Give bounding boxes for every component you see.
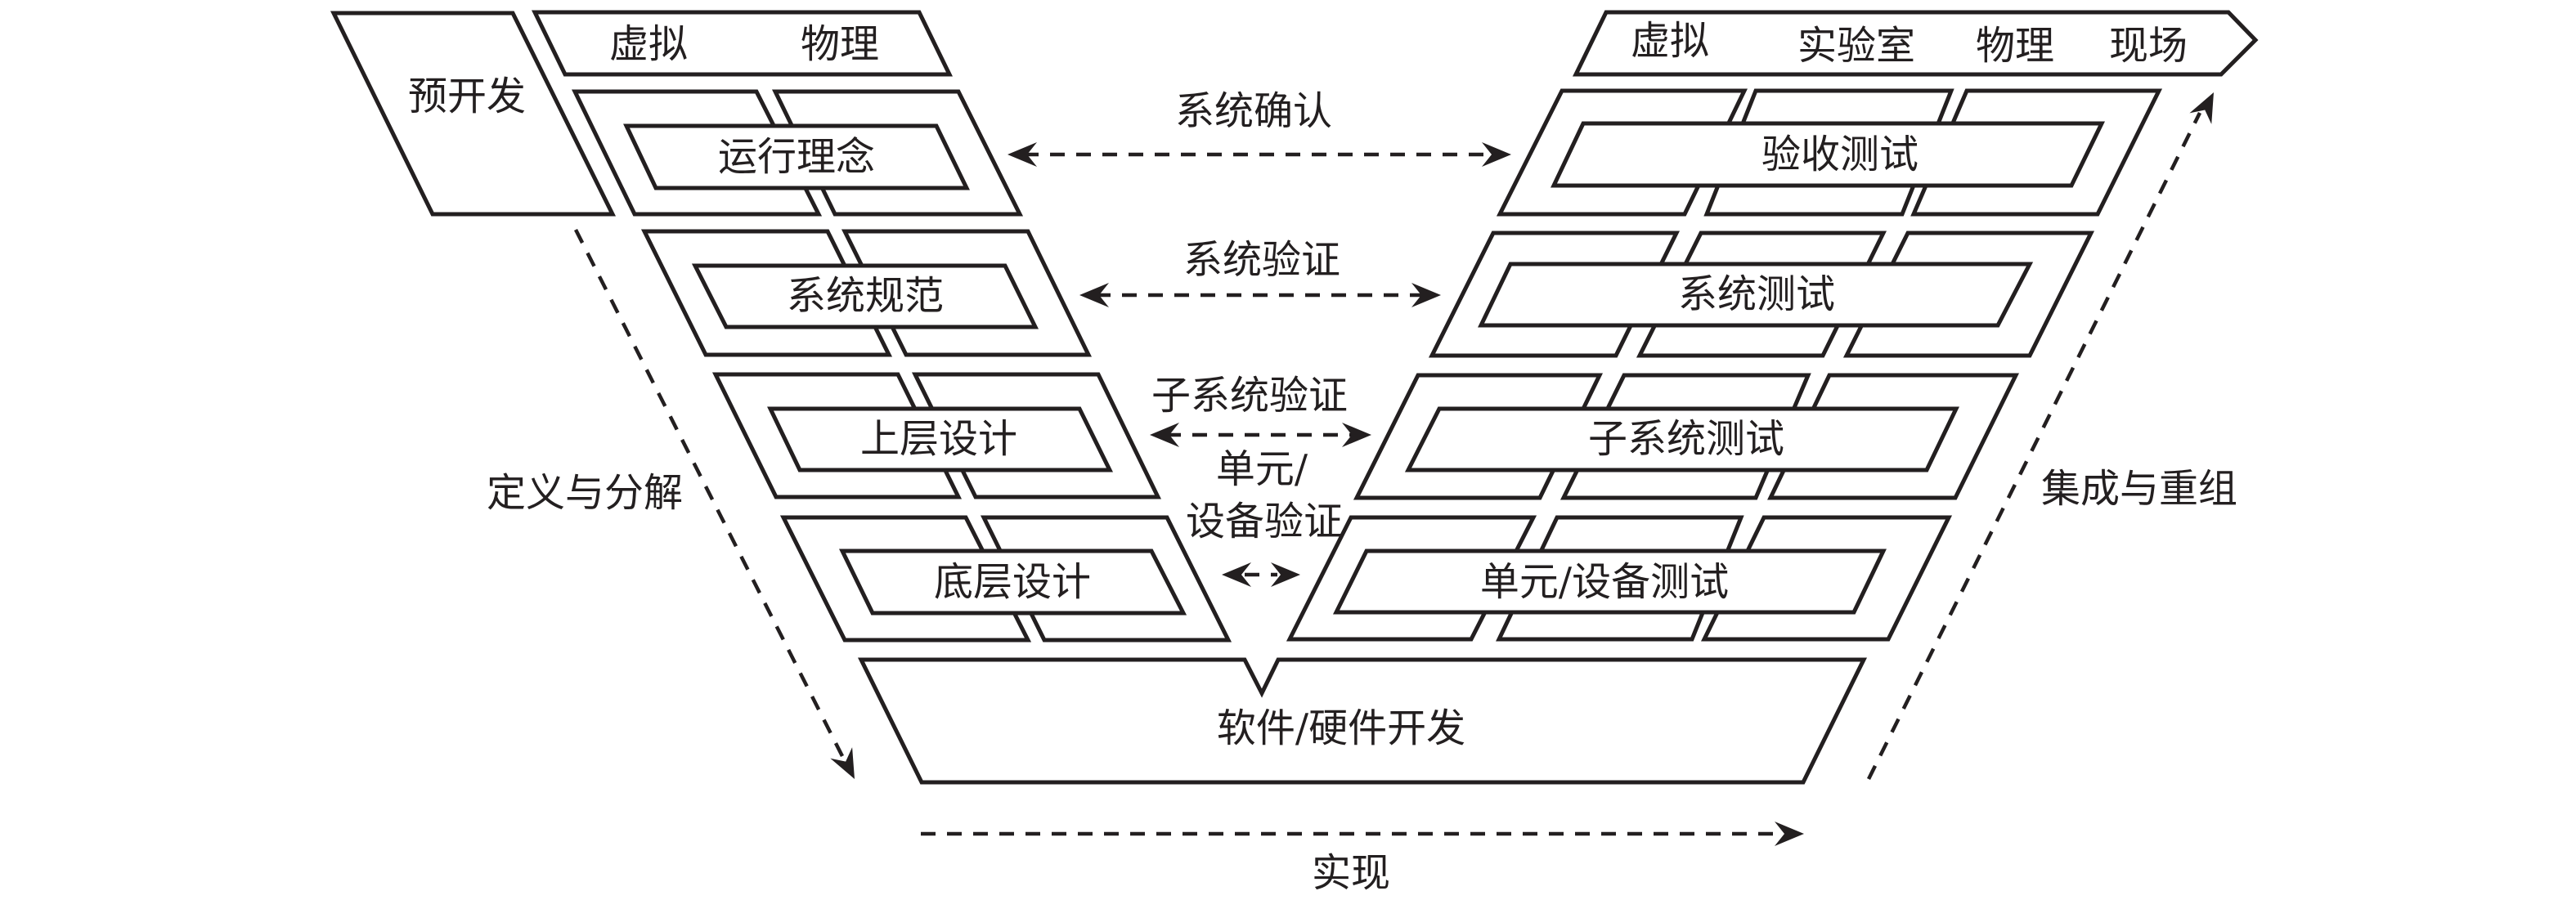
definition-decomposition-label: 定义与分解 (487, 470, 683, 516)
link-system-validation-label: 系统确认 (1175, 88, 1332, 134)
link-unit-verification-label-line1: 单元/ (1216, 446, 1308, 492)
left-header-virtual-label: 虚拟 (609, 21, 688, 67)
subsystem-verification-arrow-left-arrowhead-icon (1150, 423, 1179, 447)
high-level-design-box (767, 406, 1114, 472)
subsystem-test-box (1404, 406, 1959, 472)
system-validation-arrow-left-arrowhead-icon (1008, 142, 1037, 167)
unit-device-test-box (1332, 549, 1887, 615)
system-verification-arrow-left-arrowhead-icon (1079, 283, 1109, 307)
right-header-lab-label: 实验室 (1797, 23, 1915, 69)
software-hardware-development-label: 软件/硬件开发 (1217, 705, 1465, 751)
right-header-physical-label: 物理 (1976, 23, 2054, 69)
integration-flow-line (1866, 111, 2202, 781)
arrows-layer (573, 92, 2214, 846)
left-header-physical-label: 物理 (801, 21, 879, 67)
realization-label: 实现 (1312, 850, 1390, 896)
shapes-layer (330, 10, 2259, 785)
phase-system-test-label: 系统测试 (1678, 271, 1835, 317)
left-header-banner (532, 10, 953, 77)
unit-verification-arrow-left-arrowhead-icon (1222, 562, 1251, 587)
right-header-banner (1573, 10, 2259, 77)
system-test-box (1478, 262, 2034, 328)
concept-of-operations-box (623, 123, 970, 190)
right-header-virtual-label: 虚拟 (1631, 18, 1709, 64)
phase-subsystem-test-label: 子系统测试 (1588, 416, 1784, 462)
link-unit-verification-label-line2: 设备验证 (1186, 499, 1343, 544)
integration-recomposition-label: 集成与重组 (2041, 466, 2237, 512)
system-verification-arrow-right-arrowhead-icon (1411, 283, 1441, 307)
acceptance-test-box (1551, 121, 2105, 188)
definition-flow-line (573, 228, 845, 758)
pre-development-label: 预开发 (408, 74, 526, 119)
software-hardware-development-box (857, 657, 1868, 785)
integration-flow-arrowhead-icon (2189, 92, 2214, 124)
phase-low-level-design-label: 底层设计 (934, 559, 1091, 605)
phase-acceptance-test-label: 验收测试 (1761, 132, 1919, 177)
right-header-field-label: 现场 (2109, 23, 2188, 69)
system-specification-box (691, 263, 1039, 329)
definition-flow-arrowhead-icon (830, 747, 855, 779)
phase-concept-of-operations-label: 运行理念 (718, 134, 875, 180)
labels-layer: 预开发 虚拟 物理 虚拟 实验室 物理 现场 运行理念 系统规范 上层设计 底层… (408, 18, 2237, 896)
phase-system-specification-label: 系统规范 (787, 273, 944, 319)
phase-unit-device-test-label: 单元/设备测试 (1480, 559, 1729, 605)
subsystem-verification-arrow-right-arrowhead-icon (1342, 423, 1371, 447)
realization-flow-arrowhead-icon (1775, 822, 1804, 846)
system-validation-arrow-right-arrowhead-icon (1482, 142, 1511, 167)
unit-verification-arrow-right-arrowhead-icon (1271, 562, 1300, 587)
low-level-design-box (839, 549, 1187, 616)
link-subsystem-verification-label: 子系统验证 (1151, 373, 1348, 419)
pre-development-box (330, 11, 617, 217)
link-system-verification-label: 系统验证 (1183, 237, 1340, 283)
phase-high-level-design-label: 上层设计 (860, 416, 1017, 462)
